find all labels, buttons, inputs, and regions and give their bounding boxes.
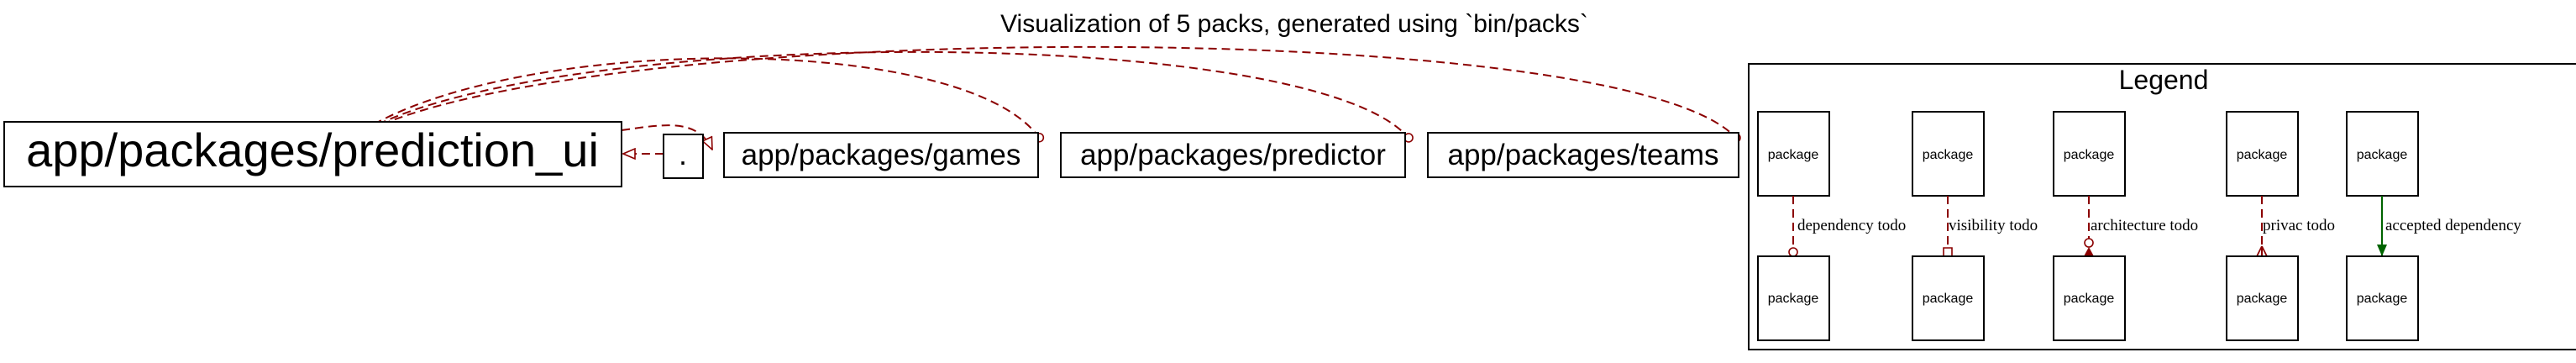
legend: Legend package dependency todo package p… <box>1748 63 2576 350</box>
pack-node-games[interactable]: app/packages/games <box>723 132 1039 178</box>
pack-node-root[interactable]: . <box>663 134 704 179</box>
pack-node-teams[interactable]: app/packages/teams <box>1427 132 1739 178</box>
legend-node-label: package <box>2237 148 2288 162</box>
legend-node-label: package <box>1923 292 1974 306</box>
pack-node-predictor[interactable]: app/packages/predictor <box>1060 132 1406 178</box>
legend-node-label: package <box>1923 148 1974 162</box>
legend-item-accepted-dependency: package accepted dependency package <box>2346 111 2521 341</box>
legend-node-label: package <box>2357 292 2408 306</box>
legend-node-label: package <box>1768 148 1819 162</box>
legend-node-label: package <box>1768 292 1819 306</box>
legend-item-architecture-todo: package architecture todo package <box>2053 111 2198 341</box>
legend-frame <box>1748 63 2576 350</box>
legend-node-label: package <box>2357 148 2408 162</box>
legend-item-dependency-todo: package dependency todo package <box>1757 111 1906 341</box>
legend-edge-label: accepted dependency <box>2385 217 2521 234</box>
legend-item-privac-todo: package privac todo package <box>2226 111 2335 341</box>
legend-edge-label: privac todo <box>2263 217 2335 234</box>
edge-prediction-ui-to-games <box>373 57 1045 143</box>
legend-node-label: package <box>2237 292 2288 306</box>
legend-edge-label: architecture todo <box>2091 217 2198 234</box>
edge-prediction-ui-to-root <box>621 124 713 150</box>
pack-label: app/packages/teams <box>1448 139 1719 171</box>
legend-node-label: package <box>2064 148 2115 162</box>
legend-edge-label: dependency todo <box>1797 217 1906 234</box>
diagram-title: Visualization of 5 packs, generated usin… <box>1000 10 1588 38</box>
pack-label: app/packages/prediction_ui <box>26 124 599 176</box>
pack-node-prediction-ui[interactable]: app/packages/prediction_ui <box>3 121 622 187</box>
legend-edge-label: visibility todo <box>1949 217 2038 234</box>
legend-title: Legend <box>2119 65 2209 95</box>
pack-label: app/packages/predictor <box>1080 139 1386 171</box>
legend-item-visibility-todo: package visibility todo package <box>1912 111 2038 341</box>
edge-prediction-ui-to-predictor <box>377 50 1414 143</box>
pack-label: app/packages/games <box>742 139 1021 171</box>
pack-label: . <box>679 137 687 171</box>
pack-edges <box>373 45 1741 154</box>
edge-prediction-ui-to-teams <box>381 45 1741 143</box>
legend-node-label: package <box>2064 292 2115 306</box>
